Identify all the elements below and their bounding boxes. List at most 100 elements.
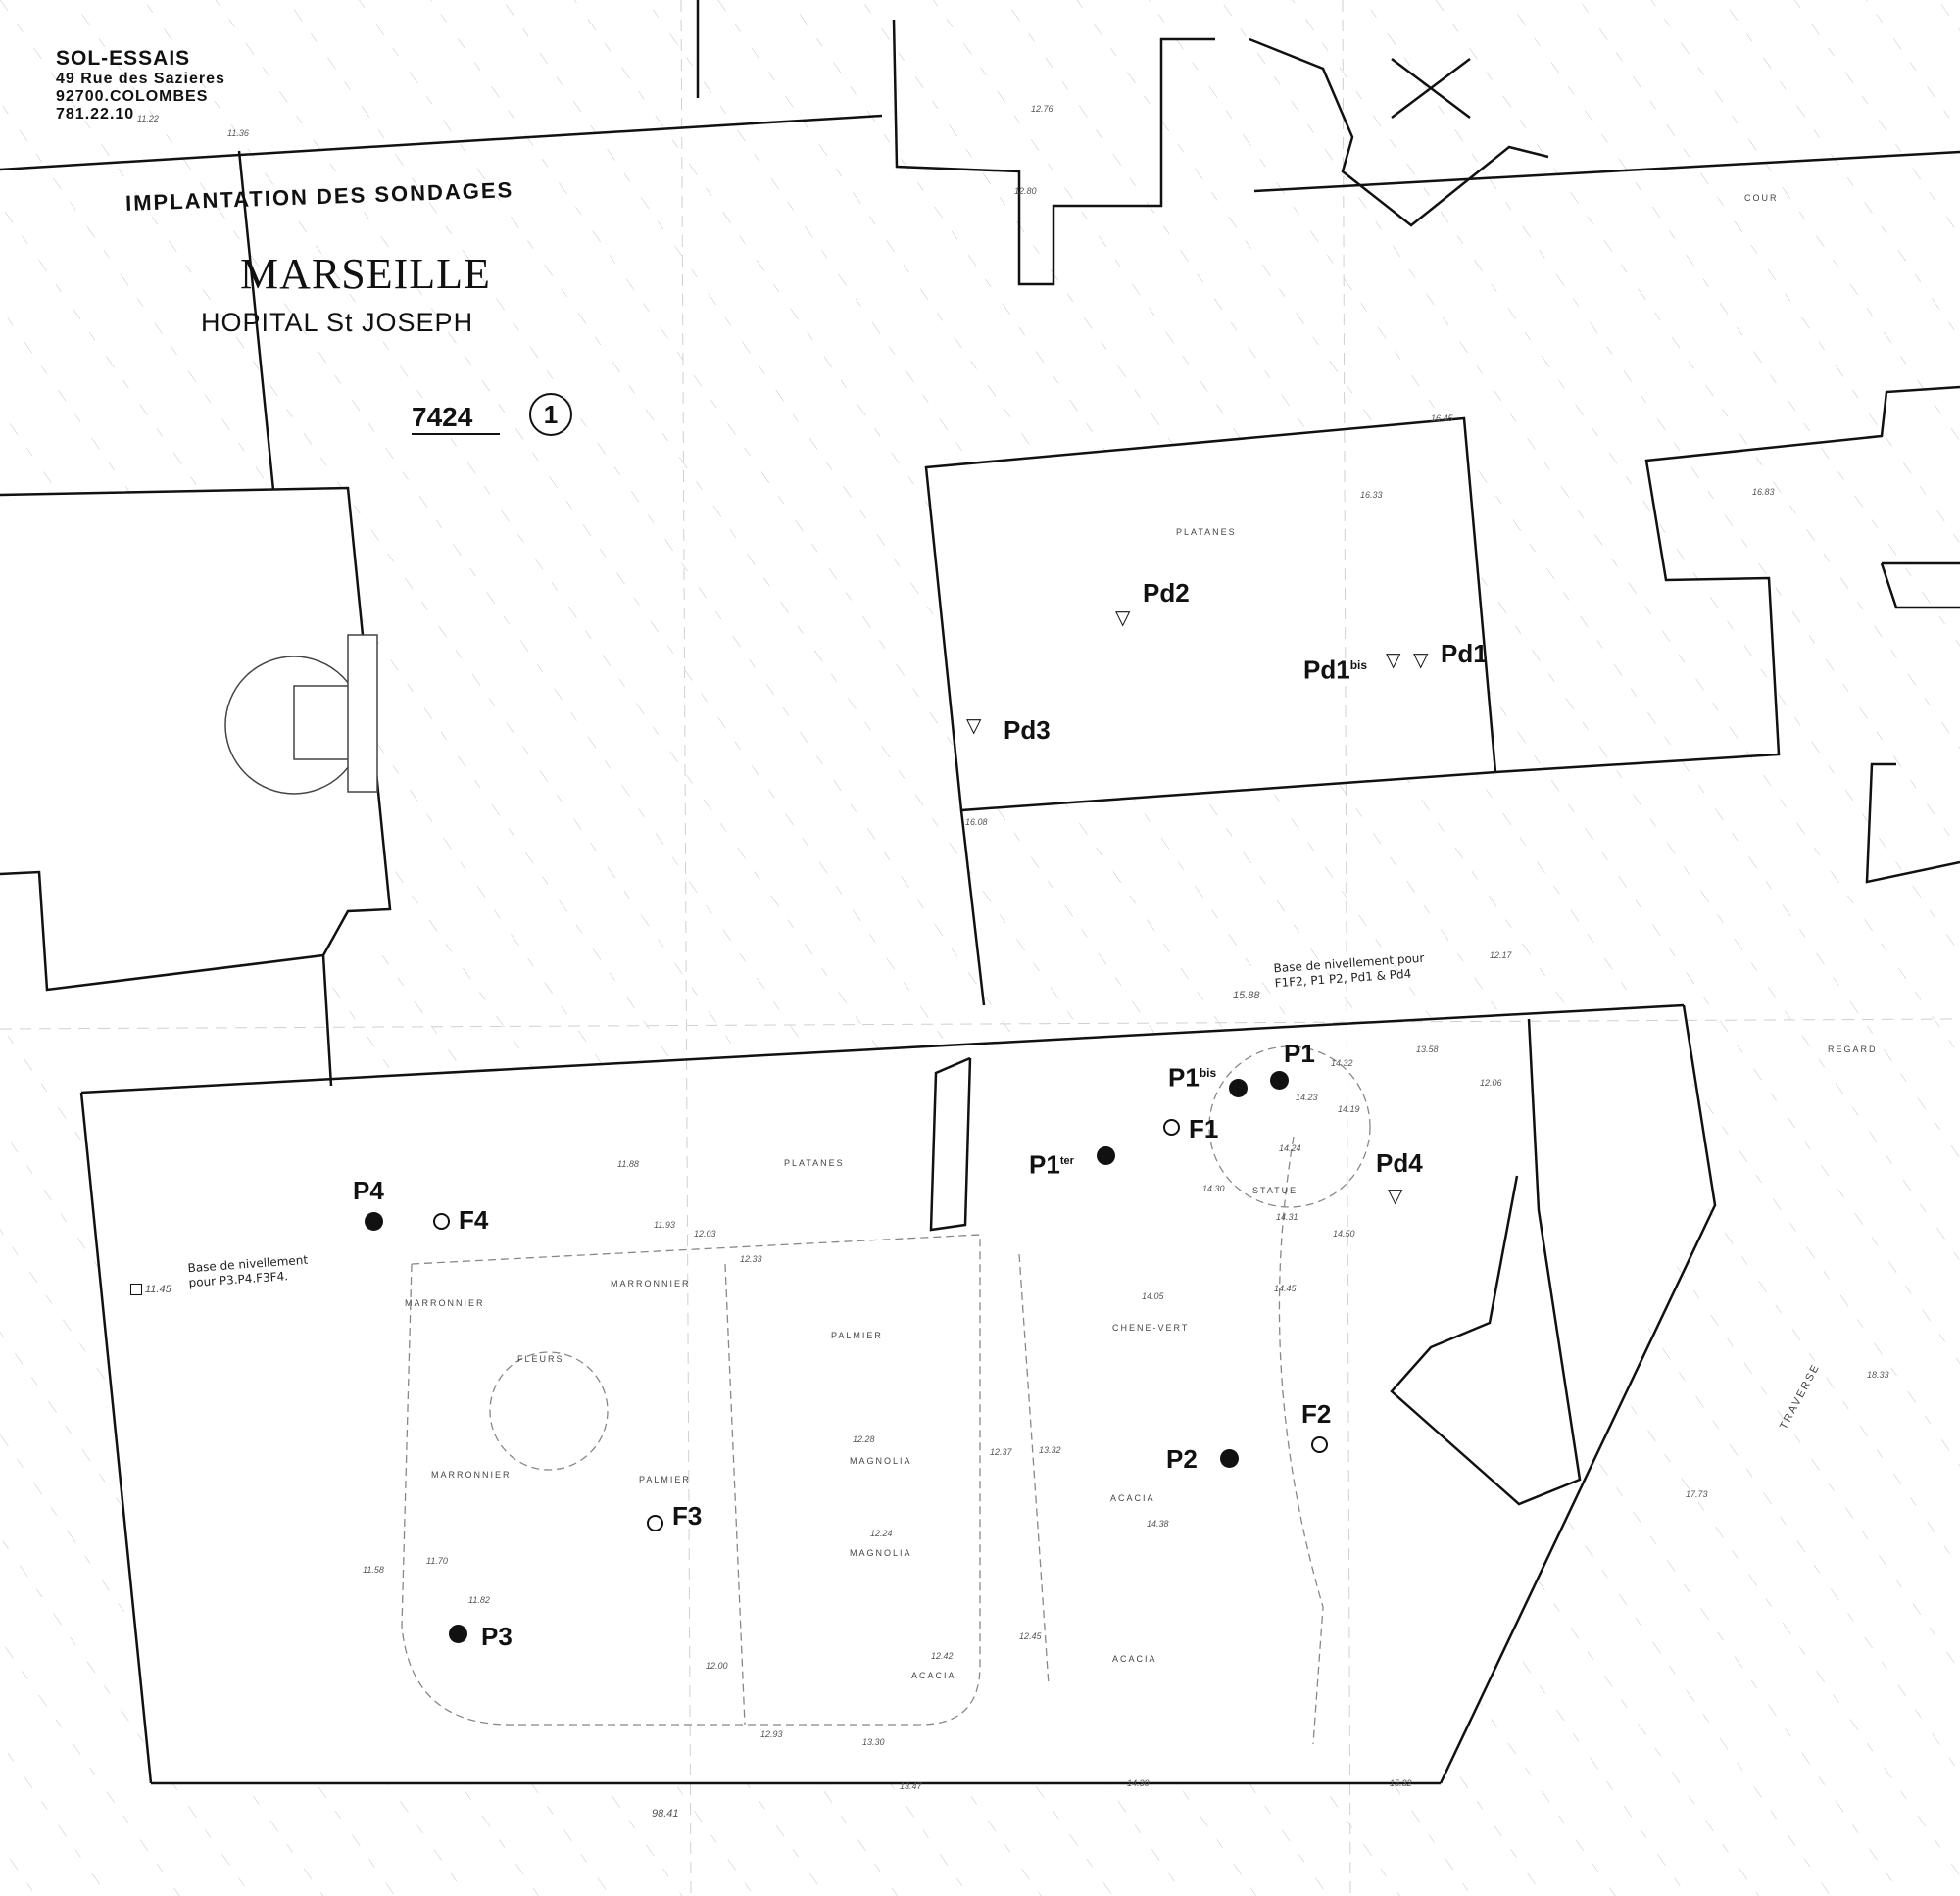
city-name: MARSEILLE xyxy=(240,250,491,298)
point-label-pd4: Pd4 xyxy=(1376,1148,1423,1178)
feature-marronnier: MARRONNIER xyxy=(405,1298,485,1308)
elevation-label: 12.76 xyxy=(1031,104,1054,114)
garden-paths xyxy=(401,1045,1371,1745)
feature-platanes: PLATANES xyxy=(1176,527,1237,537)
elevation-label: 14.31 xyxy=(1276,1212,1298,1222)
company-name: SOL-ESSAIS xyxy=(56,47,191,70)
elevation-label: 11.22 xyxy=(137,114,159,123)
pit-marker-icon xyxy=(1220,1449,1239,1468)
elevation-label: 14.19 xyxy=(1338,1104,1360,1114)
elevation-label: 14.50 xyxy=(1333,1229,1355,1239)
point-label-f3: F3 xyxy=(672,1501,703,1531)
elevation-label: 14.30 xyxy=(1127,1778,1150,1788)
pit-marker-icon xyxy=(1270,1071,1289,1090)
borehole-marker-icon xyxy=(647,1515,663,1531)
benchmark-right-elevation: 15.88 xyxy=(1233,990,1260,1001)
feature-statue: STATUE xyxy=(1252,1186,1298,1195)
feature-marronnier: MARRONNIER xyxy=(611,1279,691,1288)
point-label-pd2: Pd2 xyxy=(1143,578,1190,608)
elevation-label: 15.32 xyxy=(1390,1778,1412,1788)
reference-number: 7424 xyxy=(412,402,501,435)
elevation-label: 12.45 xyxy=(1019,1631,1042,1641)
sheet-number: 1 xyxy=(529,393,572,436)
point-label-p1: P1 xyxy=(1284,1039,1315,1068)
pit-marker-icon xyxy=(449,1625,467,1643)
point-label-p3: P3 xyxy=(481,1622,513,1651)
elevation-label: 12.33 xyxy=(740,1254,762,1264)
elevation-label: 14.24 xyxy=(1279,1143,1301,1153)
elevation-label: 11.88 xyxy=(617,1159,639,1169)
feature-cour: COUR xyxy=(1744,193,1779,203)
triangle-marker-icon: ▽ xyxy=(966,715,982,737)
elevation-label: 13.47 xyxy=(900,1781,922,1791)
triangle-marker-icon: ▽ xyxy=(1386,650,1401,671)
feature-palmier: PALMIER xyxy=(639,1475,691,1484)
elevation-label: 12.24 xyxy=(870,1529,893,1538)
point-label-p1ter-main: P1 xyxy=(1029,1149,1060,1180)
feature-magnolia: MAGNOLIA xyxy=(850,1456,912,1466)
feature-acacia: ACACIA xyxy=(911,1671,956,1680)
site-name: HOPITAL St JOSEPH xyxy=(201,308,474,337)
elevation-label: 17.73 xyxy=(1686,1489,1708,1499)
point-label-pd1bis-sup: bis xyxy=(1349,658,1368,672)
building-left xyxy=(0,488,390,1093)
elevation-label: 16.08 xyxy=(965,817,988,827)
elevation-label: 11.58 xyxy=(363,1565,384,1575)
point-label-p1bis-sup: bis xyxy=(1199,1066,1217,1080)
point-label-p1ter-sup: ter xyxy=(1059,1155,1074,1167)
point-label-pd1bis-main: Pd1 xyxy=(1303,655,1350,685)
elevation-label: 12.06 xyxy=(1480,1078,1502,1088)
elevation-label: 14.45 xyxy=(1274,1284,1297,1293)
pit-marker-icon xyxy=(1229,1079,1248,1097)
elevation-label: 18.33 xyxy=(1867,1370,1889,1380)
company-address-line2: 92700.COLOMBES xyxy=(56,88,209,105)
point-label-f2: F2 xyxy=(1301,1399,1332,1429)
elevation-label: 14.38 xyxy=(1147,1519,1169,1529)
elevation-label: 14.32 xyxy=(1331,1058,1353,1068)
elevation-label: 13.32 xyxy=(1039,1445,1061,1455)
triangle-marker-icon: ▽ xyxy=(1413,650,1429,671)
borehole-marker-icon xyxy=(1163,1119,1180,1136)
elevation-label: 12.37 xyxy=(990,1447,1012,1457)
point-label-f4: F4 xyxy=(459,1205,489,1235)
triangle-marker-icon: ▽ xyxy=(1388,1186,1403,1207)
elevation-label: 14.05 xyxy=(1142,1291,1164,1301)
elevation-label: 12.42 xyxy=(931,1651,954,1661)
feature-acacia: ACACIA xyxy=(1112,1654,1157,1664)
elevation-label: 12.00 xyxy=(706,1661,728,1671)
grid-reference: 98.41 xyxy=(652,1808,679,1820)
company-address-line1: 49 Rue des Sazieres xyxy=(56,71,225,87)
point-label-p4: P4 xyxy=(353,1176,384,1205)
elevation-label: 11.36 xyxy=(227,128,249,138)
elevation-label: 13.58 xyxy=(1416,1045,1439,1054)
benchmark-marker-icon xyxy=(130,1284,142,1295)
point-label-pd1: Pd1 xyxy=(1441,639,1488,668)
boundaries xyxy=(0,0,1960,1785)
company-phone: 781.22.10 xyxy=(56,106,135,122)
building-middle xyxy=(926,418,1495,810)
point-label-p1bis: P1bis xyxy=(1168,1058,1216,1093)
elevation-label: 12.28 xyxy=(853,1434,875,1444)
point-label-p2: P2 xyxy=(1166,1444,1198,1474)
elevation-label: 11.70 xyxy=(426,1556,448,1566)
feature-marronnier: MARRONNIER xyxy=(431,1470,512,1480)
triangle-marker-icon: ▽ xyxy=(1115,608,1131,629)
elevation-label: 12.80 xyxy=(1014,186,1037,196)
courtyard-area xyxy=(81,1005,1705,1783)
pit-marker-icon xyxy=(1097,1146,1115,1165)
elevation-label: 16.45 xyxy=(1431,413,1453,423)
elevation-label: 16.33 xyxy=(1360,490,1383,500)
elevation-label: 14.23 xyxy=(1296,1093,1318,1102)
feature-platanes: PLATANES xyxy=(784,1158,845,1168)
elevation-label: 12.03 xyxy=(694,1229,716,1239)
elevation-label: 16.83 xyxy=(1752,487,1775,497)
feature-acacia: ACACIA xyxy=(1110,1493,1155,1503)
feature-regard: REGARD xyxy=(1828,1045,1878,1054)
benchmark-left-elevation: 11.45 xyxy=(145,1284,172,1295)
point-label-p1ter: P1ter xyxy=(1029,1146,1074,1180)
point-label-pd1bis: Pd1bis xyxy=(1303,651,1367,685)
elevation-label: 14.30 xyxy=(1202,1184,1225,1193)
borehole-marker-icon xyxy=(433,1213,450,1230)
elevation-label: 11.93 xyxy=(654,1220,675,1230)
